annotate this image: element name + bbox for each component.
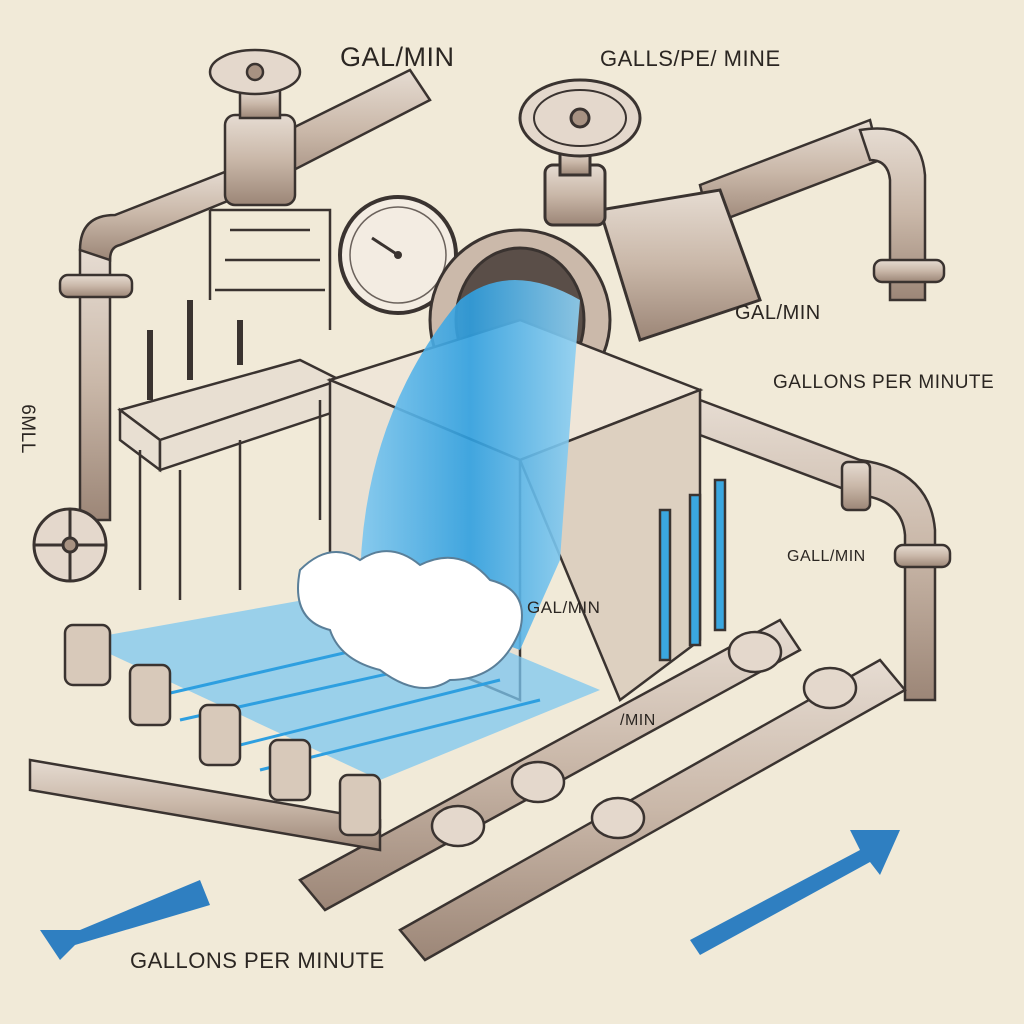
- label-top-galls-per-mine: GALLS/PE/ MINE: [600, 46, 781, 71]
- right-handwheels: [430, 630, 858, 848]
- left-handwheel: [32, 507, 108, 583]
- label-right-gall-min: GALL/MIN: [787, 548, 866, 565]
- label-bottom-gallons-per-minute: GALLONS PER MINUTE: [130, 948, 385, 973]
- label-slash-min: /MIN: [620, 712, 656, 729]
- label-box-gal-min: GAL/MIN: [527, 598, 601, 617]
- label-top-gal-min: GAL/MIN: [340, 42, 455, 72]
- left-tap-row: [63, 623, 382, 837]
- direction-arrows: [40, 830, 900, 960]
- label-vertical-6mll: 6MLL: [16, 404, 38, 454]
- label-right-gallons-per-minute: GALLONS PER MINUTE: [773, 372, 995, 393]
- valve-tower: [208, 48, 332, 330]
- workbench: [117, 300, 344, 600]
- water-stream: [80, 280, 600, 780]
- label-right-gal-min: GAL/MIN: [735, 302, 821, 324]
